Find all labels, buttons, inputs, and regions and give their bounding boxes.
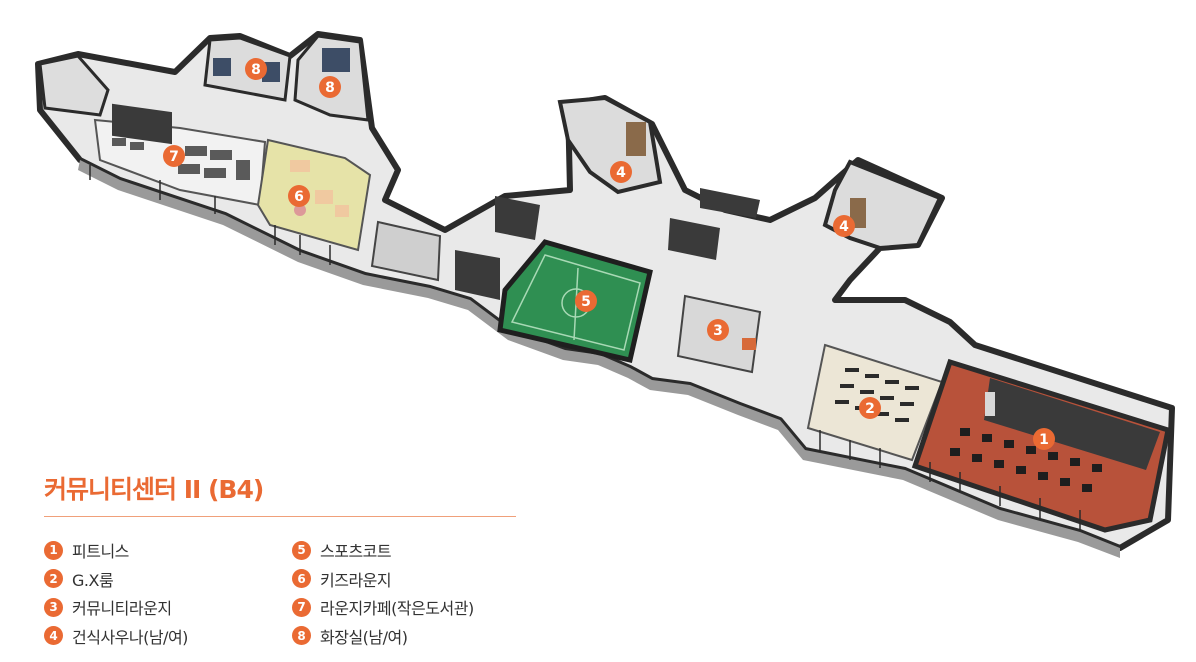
marker-4-left[interactable]: 4	[610, 161, 632, 183]
sauna-room	[626, 122, 646, 156]
legend-column-right: 5 스포츠코트 6 키즈라운지 7 라운지카페(작은도서관) 8 화장실(남/여…	[292, 536, 474, 650]
marker-4-right[interactable]: 4	[833, 215, 855, 237]
corridor-room-a	[370, 220, 442, 282]
marker-8-right[interactable]: 8	[319, 76, 341, 98]
mid-dark-block	[668, 218, 720, 260]
legend-item-dry-sauna: 4 건식사우나(남/여)	[44, 622, 188, 651]
legend-item-lounge-cafe: 7 라운지카페(작은도서관)	[292, 593, 474, 622]
cafe-dark-counter	[112, 103, 172, 145]
legend-label: 화장실(남/여)	[320, 627, 408, 647]
legend-item-sports-court: 5 스포츠코트	[292, 536, 474, 565]
kids-furniture	[290, 160, 349, 217]
marker-1[interactable]: 1	[1033, 428, 1055, 450]
legend-label: 피트니스	[72, 542, 129, 562]
legend-number-badge: 4	[44, 626, 63, 646]
marker-2[interactable]: 2	[859, 397, 881, 419]
legend-item-community-lounge: 3 커뮤니티라운지	[44, 593, 188, 622]
legend-divider	[44, 516, 516, 517]
legend-number-badge: 8	[292, 626, 311, 646]
front-windows	[89, 165, 1081, 530]
legend-label: 건식사우나(남/여)	[72, 627, 188, 647]
legend-number-badge: 2	[44, 569, 63, 589]
svg-text:3: 3	[713, 323, 723, 339]
sauna-wing-top	[557, 95, 663, 195]
fitness-column	[985, 392, 995, 416]
legend-label: 라운지카페(작은도서관)	[320, 599, 474, 619]
lounge-chair	[742, 338, 756, 350]
legend-number-badge: 1	[44, 540, 63, 560]
svg-text:8: 8	[325, 80, 335, 96]
restroom-stall	[213, 58, 231, 76]
legend-label: 키즈라운지	[320, 570, 392, 590]
legend-item-restroom: 8 화장실(남/여)	[292, 622, 474, 651]
svg-text:1: 1	[1039, 432, 1049, 448]
legend-number-badge: 7	[292, 597, 311, 617]
legend-number-badge: 3	[44, 597, 63, 617]
legend-column-left: 1 피트니스 2 G.X룸 3 커뮤니티라운지 4 건식사우나(남/여)	[44, 536, 188, 650]
legend-number-badge: 6	[292, 569, 311, 589]
svg-text:7: 7	[169, 149, 179, 165]
building-edge	[78, 160, 1120, 558]
sauna-room	[850, 198, 866, 228]
legend-label: 커뮤니티라운지	[72, 599, 172, 619]
corridor-room-c	[495, 196, 540, 240]
fitness-equipment	[950, 428, 1102, 492]
svg-text:5: 5	[581, 294, 591, 310]
legend-item-fitness: 1 피트니스	[44, 536, 188, 565]
fitness-dark-zone	[984, 378, 1160, 470]
kids-lounge-room	[256, 138, 372, 252]
svg-text:8: 8	[251, 62, 261, 78]
legend-title: 커뮤니티센터 II (B4)	[44, 475, 264, 504]
left-storage-room	[38, 54, 110, 117]
corridor-room-b	[455, 250, 500, 300]
cafe-tables	[112, 138, 250, 180]
svg-text:6: 6	[294, 189, 304, 205]
legend-label: 스포츠코트	[320, 542, 392, 562]
svg-text:2: 2	[865, 401, 875, 417]
legend-number-badge: 5	[292, 540, 311, 560]
svg-text:4: 4	[616, 165, 626, 181]
marker-5[interactable]: 5	[575, 290, 597, 312]
legend-label: G.X룸	[72, 570, 114, 590]
marker-7[interactable]: 7	[163, 145, 185, 167]
marker-8-left[interactable]: 8	[245, 58, 267, 80]
marker-3[interactable]: 3	[707, 319, 729, 341]
mid-dark-block-2	[700, 188, 760, 218]
legend-item-gx-room: 2 G.X룸	[44, 565, 188, 594]
marker-6[interactable]: 6	[288, 185, 310, 207]
legend-item-kids-lounge: 6 키즈라운지	[292, 565, 474, 594]
svg-text:4: 4	[839, 219, 849, 235]
restroom-stall	[322, 48, 350, 72]
